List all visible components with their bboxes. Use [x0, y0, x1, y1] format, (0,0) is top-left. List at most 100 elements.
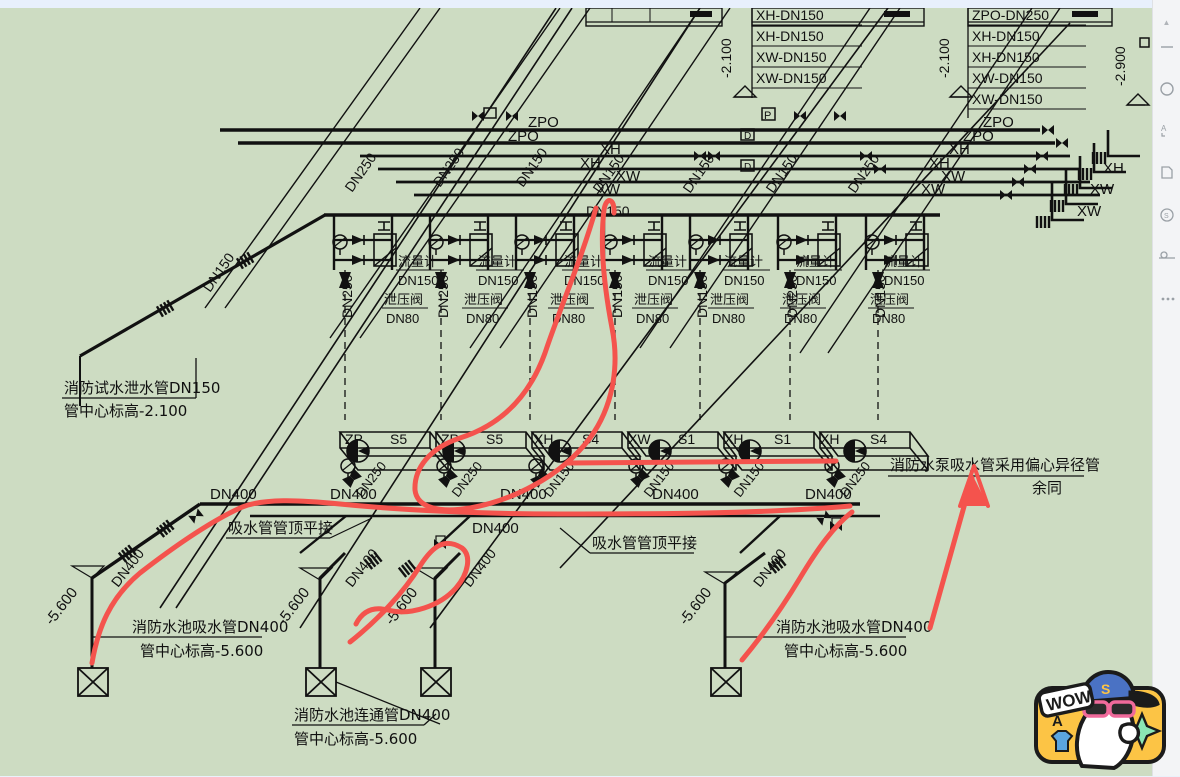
riser-label-left-1: XH-DN150 — [756, 28, 824, 44]
pump-id-1: S5 — [486, 431, 503, 447]
drawing-svg: XH-DN150 XH-DN150 XW-DN150 XW-DN150 ZPO-… — [0, 8, 1152, 776]
note-test-drain-line1: 消防试水泄水管DN150 — [64, 379, 220, 397]
note-pool-suction-line1: 消防水池吸水管DN400 — [132, 618, 288, 636]
header-pipe-tags-left: ZPO ZPO XH XH XW XW — [508, 114, 641, 198]
riser-label-right-3: XW-DN150 — [972, 70, 1043, 86]
pump-tag-4: XH — [724, 431, 743, 447]
header-tag-r-7: XW — [1090, 181, 1115, 198]
relief-size-6: DN80 — [872, 311, 905, 326]
meter-size-5: DN150 — [796, 273, 836, 288]
header-tag-r-2: XH — [949, 141, 970, 158]
elevation-text-0: -2.100 — [718, 38, 734, 78]
elevation-marker-1: -2.100 — [718, 38, 757, 98]
meter-label-5: 流量计 — [796, 255, 835, 270]
sump-boxes — [77, 667, 742, 697]
riser-label-right-2: XH-DN150 — [972, 49, 1040, 65]
note-flush-right-group: 吸水管管顶平接 — [559, 527, 697, 554]
meter-label-group-6: 流量计 DN150 泄压阀 DN80 — [868, 255, 930, 326]
valve-train-group-5 — [776, 215, 841, 270]
header-size-1: DN400 — [330, 486, 377, 503]
pump-id-3: S1 — [678, 431, 695, 447]
note-eccentric-line2: 余同 — [1032, 479, 1062, 497]
branch-size-6: DN150 — [872, 274, 888, 318]
relief-label-3: 泄压阀 — [634, 293, 673, 308]
mascot-wow-badge: WOW — [1037, 682, 1095, 718]
svg-text:S: S — [1164, 213, 1169, 220]
relief-label-1: 泄压阀 — [464, 293, 503, 308]
link-tool-icon[interactable] — [1157, 247, 1177, 267]
header-riser-drops — [1050, 130, 1140, 222]
header-size-2: DN400 — [500, 486, 547, 503]
circle-tool-icon[interactable] — [1157, 79, 1177, 99]
header-tag-r-8: XW — [1077, 203, 1102, 220]
header-tag-r-5: XW — [921, 181, 946, 198]
mascot-hand — [1118, 722, 1141, 745]
note-flush-left-group: 吸水管管顶平接 — [226, 517, 373, 539]
relief-size-3: DN80 — [636, 311, 669, 326]
text-tool-icon[interactable]: A — [1157, 121, 1177, 141]
meter-label-3: 流量计 — [648, 255, 687, 270]
stamp-tool-icon[interactable]: S — [1157, 205, 1177, 225]
svg-text:A: A — [1161, 124, 1167, 133]
header-size-0: DN400 — [210, 486, 257, 503]
top-strip — [0, 0, 1180, 8]
branch-size-1: DN250 — [435, 274, 451, 318]
red-arrow-head — [958, 464, 990, 508]
elevation-text-2: -2.900 — [1112, 46, 1128, 86]
mascot-cap-letter: S — [1101, 681, 1110, 697]
relief-label-6: 泄压阀 — [870, 293, 909, 308]
elevation-marker-3: -2.900 — [1112, 46, 1150, 106]
relief-size-4: DN80 — [712, 311, 745, 326]
branch-size-2: DN150 — [524, 274, 540, 318]
riser-stack-right: ZPO-DN250 XH-DN150 XH-DN150 XW-DN150 XW-… — [967, 8, 1086, 118]
meter-label-group-3: 流量计 DN150 泄压阀 DN80 — [632, 255, 694, 326]
meter-label-2: 流量计 — [564, 255, 603, 270]
sump-box-3 — [710, 667, 742, 697]
valve-train-group-0 — [332, 215, 397, 270]
note-pool-suction-left: 消防水池吸水管DN400 管中心标高-5.600 — [92, 618, 288, 660]
note-flush-left: 吸水管管顶平接 — [228, 519, 333, 537]
note-pool-suction-line2: 管中心标高-5.600 — [140, 642, 263, 660]
riser-label-right-1: XH-DN150 — [972, 28, 1040, 44]
pump-id-0: S5 — [390, 431, 407, 447]
riser-label-table-left — [585, 8, 723, 27]
red-arrow-head-fill — [960, 474, 988, 506]
mascot-shirt-letter: A — [1052, 713, 1063, 730]
valve-train-group-6 — [864, 215, 929, 270]
header-tag-4: XW — [616, 168, 641, 185]
pump-id-4: S1 — [774, 431, 791, 447]
meter-label-6: 流量计 — [884, 255, 923, 270]
cad-drawing-canvas[interactable]: XH-DN150 XH-DN150 XW-DN150 XW-DN150 ZPO-… — [0, 8, 1152, 776]
more-tool-icon[interactable] — [1157, 289, 1177, 309]
right-toolbar[interactable]: ▲ A S — [1152, 0, 1180, 776]
note-eccentric-line1: 消防水泵吸水管采用偏心异径管 — [890, 456, 1100, 474]
riser-stack-left: XH-DN150 XH-DN150 XW-DN150 XW-DN150 — [751, 8, 862, 98]
mascot-shirt-icon — [1050, 730, 1074, 752]
pump-tag-2: XH — [534, 431, 553, 447]
header-size-3: DN400 — [652, 486, 699, 503]
meter-label-group-1: 流量计 DN150 泄压阀 DN80 — [462, 255, 524, 326]
pump-tag-0: ZP — [345, 431, 363, 447]
sump-box-0 — [77, 667, 109, 697]
meter-label-group-0: 流量计 DN150 泄压阀 DN80 — [382, 255, 444, 326]
scroll-up-arrow[interactable]: ▲ — [1162, 18, 1171, 27]
branch-size-4: DN150 — [694, 274, 710, 318]
meter-label-group-4: 流量计 DN150 泄压阀 DN80 — [708, 255, 770, 326]
header-tag-r-4: XW — [941, 168, 966, 185]
relief-size-1: DN80 — [466, 311, 499, 326]
relief-size-0: DN80 — [386, 311, 419, 326]
note-pool-suction-2-line2: 管中心标高-5.600 — [784, 642, 907, 660]
note-eccentric-reducer: 消防水泵吸水管采用偏心异径管 余同 — [888, 456, 1100, 497]
branch-size-0: DN250 — [339, 274, 355, 318]
pump-tag-5: XH — [820, 431, 839, 447]
elevation-marker-2: -2.100 — [936, 38, 973, 98]
meter-size-1: DN150 — [478, 273, 518, 288]
valve-train-group-2 — [514, 215, 579, 270]
riser-label-left-3: XW-DN150 — [756, 70, 827, 86]
collapse-icon[interactable] — [1157, 37, 1177, 57]
meter-size-3: DN150 — [648, 273, 688, 288]
crop-tool-icon[interactable] — [1157, 163, 1177, 183]
relief-label-4: 泄压阀 — [710, 293, 749, 308]
top-header-pipes — [220, 128, 1100, 197]
note-test-drain: 消防试水泄水管DN150 管中心标高-2.100 — [62, 358, 220, 420]
